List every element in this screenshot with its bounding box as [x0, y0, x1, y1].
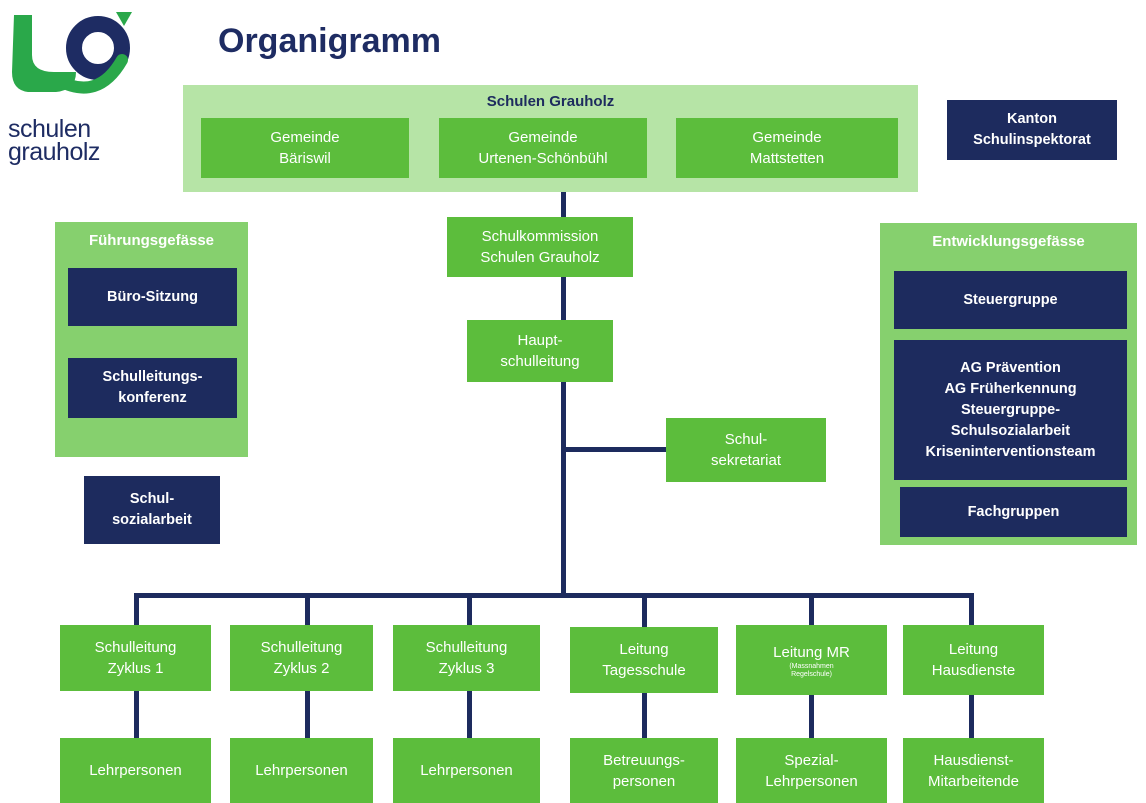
logo: schulen grauholz [4, 10, 144, 165]
connector-lower-2 [305, 690, 310, 740]
schulleitung-zyklus-2: Schulleitung Zyklus 2 [230, 625, 373, 691]
page-title: Organigramm [218, 22, 441, 60]
lehrpersonen-zyklus-1: Lehrpersonen [60, 738, 211, 803]
entwicklungsgefaesse-panel: Entwicklungsgefässe Steuergruppe AG Präv… [880, 223, 1137, 545]
kanton-schulinspektorat: Kanton Schulinspektorat [947, 100, 1117, 160]
hauptschulleitung: Haupt- schulleitung [467, 320, 613, 382]
logo-text-grauholz: grauholz [8, 138, 100, 166]
schulsekretariat: Schul- sekretariat [666, 418, 826, 482]
gemeinde-baeriswil: Gemeinde Bäriswil [201, 118, 409, 178]
connector-horizontal-bus [134, 593, 974, 598]
logo-mark-icon [12, 12, 132, 94]
connector-drop-2 [305, 593, 310, 627]
fachgruppen: Fachgruppen [900, 487, 1127, 537]
gemeinde-urtenen-schoenbuehl: Gemeinde Urtenen-Schönbühl [439, 118, 647, 178]
fuehrungsgefaesse-title: Führungsgefässe [88, 232, 215, 249]
connector-drop-4 [642, 593, 647, 627]
leitung-tagesschule: Leitung Tagesschule [570, 627, 718, 693]
leitung-mr: Leitung MR (Massnahmen Regelschule) [736, 625, 887, 695]
connector-drop-5 [809, 593, 814, 627]
connector-lower-6 [969, 690, 974, 740]
connector-lower-3 [467, 690, 472, 740]
fuehrungsgefaesse-panel: Führungsgefässe Büro-Sitzung Schulleitun… [55, 222, 248, 457]
entwicklungsgefaesse-title: Entwicklungsgefässe [932, 233, 1085, 250]
connector-lower-4 [642, 690, 647, 740]
arbeitsgruppen: AG Prävention AG Früherkennung Steuergru… [894, 340, 1127, 480]
connector-drop-3 [467, 593, 472, 627]
gemeinde-mattstetten: Gemeinde Mattstetten [676, 118, 898, 178]
betreuungspersonen: Betreuungs- personen [570, 738, 718, 803]
schulsozialarbeit: Schul- sozialarbeit [84, 476, 220, 544]
connector-lower-5 [809, 690, 814, 740]
schulkommission: Schulkommission Schulen Grauholz [447, 217, 633, 277]
connector-main-vertical [561, 192, 566, 597]
spezial-lehrpersonen: Spezial- Lehrpersonen [736, 738, 887, 803]
lehrpersonen-zyklus-2: Lehrpersonen [230, 738, 373, 803]
connector-drop-6 [969, 593, 974, 627]
schulleitung-zyklus-3: Schulleitung Zyklus 3 [393, 625, 540, 691]
hausdienst-mitarbeitende: Hausdienst- Mitarbeitende [903, 738, 1044, 803]
connector-drop-1 [134, 593, 139, 627]
leitung-mr-note: (Massnahmen Regelschule) [789, 662, 834, 678]
connector-sekretariat [563, 447, 667, 452]
schulleitungskonferenz: Schulleitungs- konferenz [68, 358, 237, 418]
schulen-grauholz-title: Schulen Grauholz [486, 93, 615, 110]
schulen-grauholz-group: Schulen Grauholz Gemeinde Bäriswil Gemei… [183, 85, 918, 192]
schulleitung-zyklus-1: Schulleitung Zyklus 1 [60, 625, 211, 691]
lehrpersonen-zyklus-3: Lehrpersonen [393, 738, 540, 803]
logo-text-schulen: schulen [8, 115, 91, 143]
buero-sitzung: Büro-Sitzung [68, 268, 237, 326]
connector-lower-1 [134, 690, 139, 740]
steuergruppe: Steuergruppe [894, 271, 1127, 329]
leitung-mr-label: Leitung MR [773, 643, 850, 661]
leitung-hausdienste: Leitung Hausdienste [903, 625, 1044, 695]
